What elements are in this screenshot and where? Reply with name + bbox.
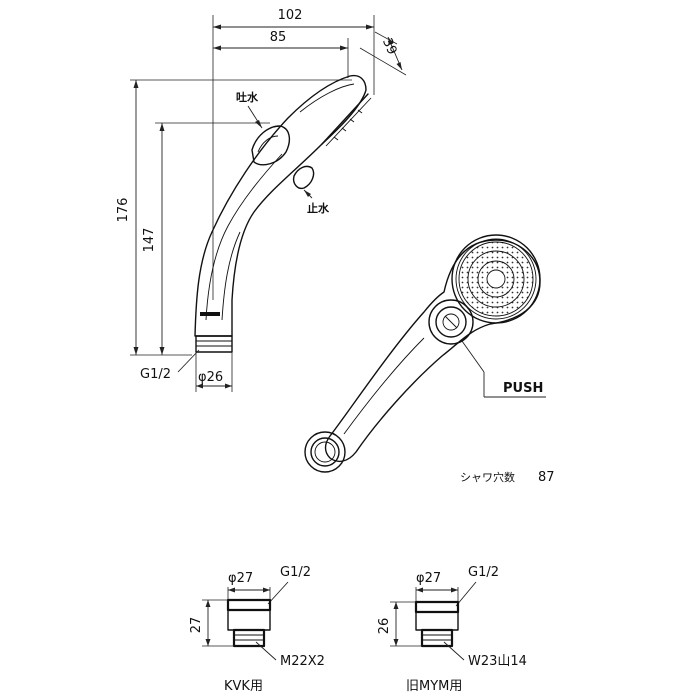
extension-line-39-a: [359, 47, 407, 76]
kvk-label-thread-bottom: M22X2: [280, 654, 325, 669]
push-button-inner: [442, 313, 460, 331]
thread-connector: [195, 335, 233, 353]
spray-face-ring-a: [467, 250, 525, 308]
push-button-housing: [428, 299, 474, 345]
spray-face-center: [486, 269, 506, 289]
arrowhead: [388, 37, 394, 45]
nozzle-tick: [333, 136, 339, 141]
arrowhead: [133, 347, 139, 355]
mym-body: [415, 611, 459, 631]
kvk-leader-top: [267, 581, 289, 605]
kvk-thread: [232, 628, 266, 648]
arrowhead: [366, 24, 374, 30]
push-button-mark: [444, 315, 458, 329]
arrowhead: [205, 639, 211, 646]
arrowhead: [159, 347, 165, 355]
mym-label-thread-top: G1/2: [468, 565, 499, 580]
connector-inner: [310, 437, 340, 467]
arrowhead: [255, 120, 262, 128]
connector-outer: [304, 431, 346, 473]
body-inner-contour-left: [205, 153, 283, 321]
arrowhead: [205, 600, 211, 607]
kvk-label-diameter: φ27: [228, 571, 253, 586]
label-push: PUSH: [503, 381, 543, 396]
mym-thread: [420, 628, 454, 648]
label-thread: G1/2: [140, 367, 171, 382]
leader-push: [461, 340, 485, 373]
connector-bore: [314, 441, 336, 463]
adapter-kvk: φ27 G1/2 27 M22X2 KVK用: [189, 565, 325, 694]
kvk-label-thread-top: G1/2: [280, 565, 311, 580]
leader-thread: [177, 349, 200, 373]
mym-top-cap: [414, 600, 460, 614]
shower-body-outline: [194, 74, 367, 337]
label-stop: 止水: [307, 201, 330, 215]
spray-face-line-inner: [325, 97, 372, 147]
extension-line-39-b: [374, 31, 398, 45]
arrowhead: [159, 123, 165, 131]
spout-button: [251, 125, 291, 166]
label-diameter: φ26: [198, 370, 223, 385]
arrowhead: [225, 383, 232, 389]
adapter-mym: φ27 G1/2 26 W23山14 旧MYM用: [377, 565, 527, 694]
head-top-contour: [299, 83, 355, 113]
head-ring-2: [455, 238, 537, 320]
head-outer-ring: [451, 234, 541, 324]
push-button: [435, 306, 467, 338]
dim-label-102: 102: [278, 8, 303, 23]
dim-label-85: 85: [270, 30, 287, 45]
holes-count: 87: [538, 470, 555, 485]
arrowhead: [340, 45, 348, 51]
grip-mark: [200, 312, 220, 316]
arrowhead: [228, 587, 235, 593]
arrowhead: [213, 24, 221, 30]
arrowhead: [393, 602, 399, 609]
stop-button: [292, 165, 315, 190]
label-spout: 吐水: [236, 90, 259, 104]
mym-label-height: 26: [377, 618, 392, 635]
nozzle-tick: [357, 109, 363, 114]
kvk-leader-bottom: [255, 641, 277, 661]
side-view: 102 85 39 176 147: [116, 8, 407, 392]
kvk-caption: KVK用: [224, 679, 263, 694]
body-inner-contour-right: [221, 231, 241, 321]
mym-leader-top: [455, 581, 477, 607]
dim-label-39: 39: [379, 36, 399, 57]
arrowhead: [196, 383, 203, 389]
dim-label-147: 147: [142, 228, 157, 253]
front-handle-contour: [343, 337, 425, 435]
arrowhead: [133, 80, 139, 88]
dim-label-176: 176: [116, 198, 131, 223]
kvk-top-cap: [226, 598, 272, 612]
label-holes: シャワ穴数: [460, 470, 515, 484]
nozzle-tick: [349, 118, 355, 123]
mym-label-thread-bottom: W23山14: [468, 654, 527, 669]
arrowhead: [416, 587, 423, 593]
mym-leader-bottom: [443, 641, 465, 661]
arrowhead: [396, 62, 402, 70]
nozzle-tick: [341, 127, 347, 132]
spout-button-highlight: [257, 135, 279, 153]
arrowhead: [304, 190, 311, 197]
spray-face-line: [321, 93, 369, 145]
mym-caption: 旧MYM用: [406, 679, 462, 694]
kvk-label-height: 27: [189, 617, 204, 634]
arrowhead: [451, 587, 458, 593]
kvk-body: [227, 609, 271, 631]
mym-label-diameter: φ27: [416, 571, 441, 586]
front-view: PUSH シャワ穴数 87: [304, 234, 555, 485]
spray-face-ring-b: [477, 260, 515, 298]
spray-face-edge: [458, 241, 534, 317]
arrowhead: [263, 587, 270, 593]
arrowhead: [393, 639, 399, 646]
arrowhead: [213, 45, 221, 51]
